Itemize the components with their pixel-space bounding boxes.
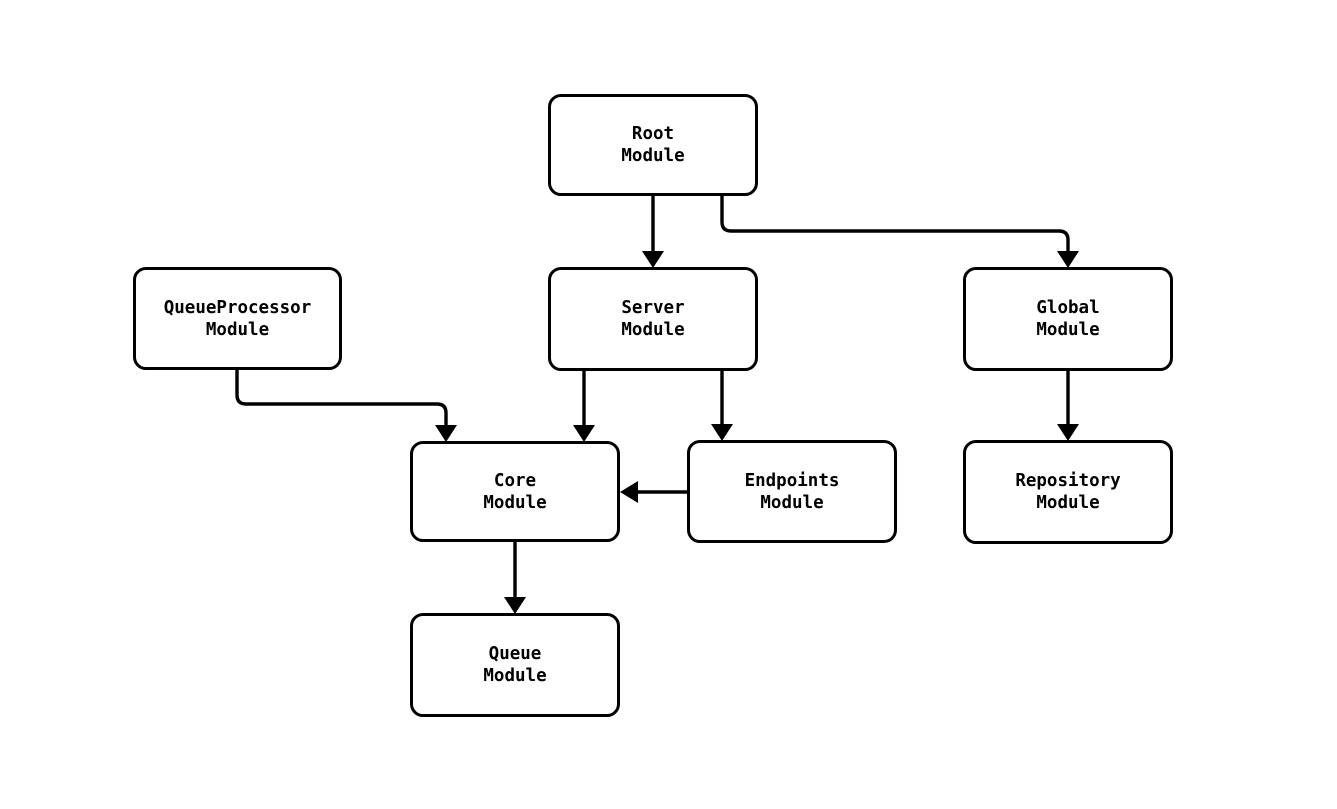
node-queueprocessor-module[interactable]: QueueProcessor Module [133, 267, 342, 370]
edge-endpoints-to-core [620, 481, 687, 503]
node-repository-module-line1: Repository [1015, 471, 1121, 491]
node-global-module[interactable]: Global Module [963, 267, 1173, 371]
node-server-module[interactable]: Server Module [548, 267, 758, 371]
node-root-module[interactable]: Root Module [548, 94, 758, 196]
node-endpoints-module-line2: Module [760, 492, 824, 513]
node-queue-module-line1: Queue [488, 644, 542, 664]
node-core-module[interactable]: Core Module [410, 441, 620, 542]
node-queue-module-line2: Module [483, 666, 547, 686]
edge-root-to-server [642, 196, 664, 268]
edge-core-to-queue [504, 542, 526, 614]
node-queue-module[interactable]: Queue Module [410, 613, 620, 717]
node-global-module-line2: Module [1036, 320, 1100, 340]
node-repository-module-line2: Module [1036, 493, 1100, 513]
node-core-module-line1: Core [493, 470, 537, 491]
node-endpoints-module-line1: Endpoints [744, 470, 840, 491]
node-core-module-line2: Module [483, 492, 547, 513]
node-repository-module[interactable]: Repository Module [963, 440, 1173, 544]
edge-server-to-endpoints [711, 371, 733, 441]
edge-root-to-global [720, 196, 1079, 268]
node-root-module-line1: Root [631, 124, 675, 144]
edge-queueprocessor-to-core [235, 370, 457, 442]
edge-server-to-core [573, 371, 595, 442]
node-root-module-line2: Module [621, 146, 685, 166]
edge-global-to-repository [1057, 371, 1079, 441]
node-queueprocessor-module-line2: Module [205, 319, 270, 340]
node-server-module-line1: Server [621, 298, 685, 318]
node-server-module-line2: Module [621, 320, 685, 340]
node-global-module-line1: Global [1036, 298, 1100, 318]
node-queueprocessor-module-line1: QueueProcessor [163, 297, 312, 318]
node-endpoints-module[interactable]: Endpoints Module [687, 440, 897, 543]
